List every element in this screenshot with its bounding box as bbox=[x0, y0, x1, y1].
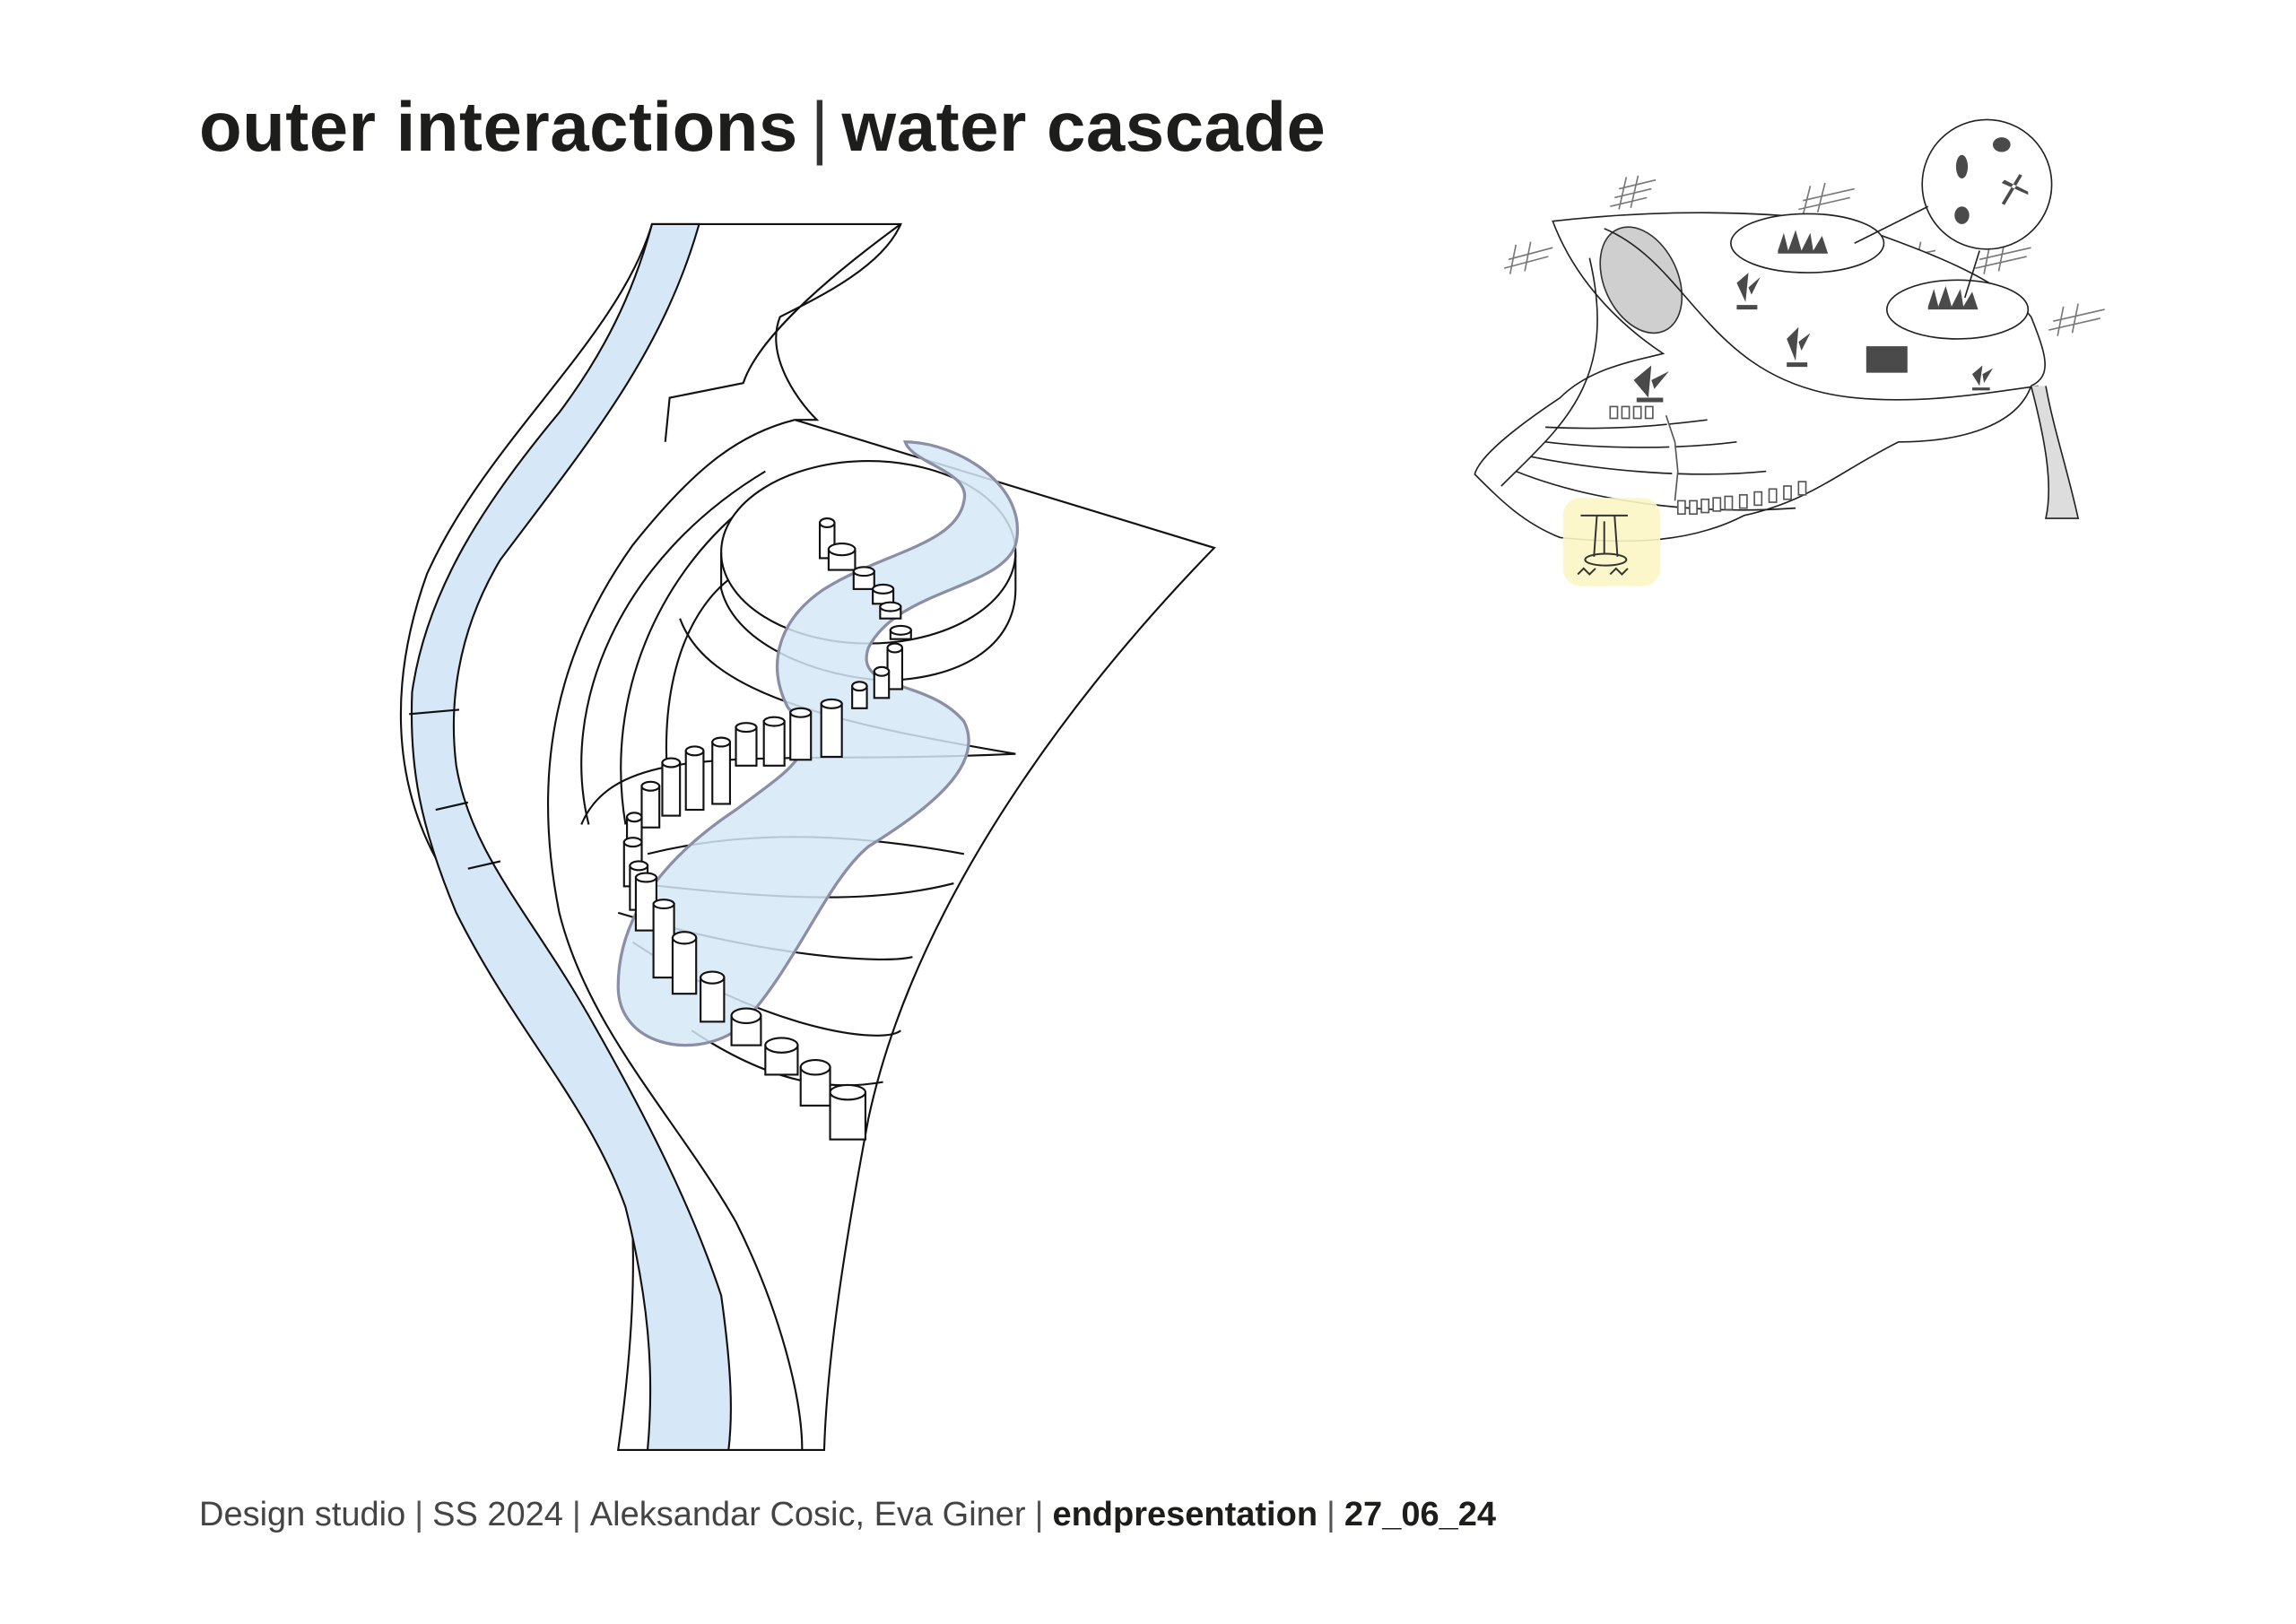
title-right: water cascade bbox=[841, 87, 1326, 166]
plant-icon bbox=[1736, 273, 1761, 310]
water-cascade bbox=[616, 440, 1019, 1047]
footer-separator: | bbox=[571, 1496, 581, 1533]
spider-icon bbox=[1992, 137, 2011, 152]
grass-icon bbox=[1778, 230, 1829, 254]
terrace-line bbox=[580, 470, 766, 825]
fauna-callout bbox=[1921, 118, 2053, 250]
footer-date: 27_06_24 bbox=[1344, 1496, 1496, 1533]
waterfall-icon bbox=[1577, 514, 1629, 576]
bee-icon bbox=[1954, 206, 1970, 224]
slide-footer: Design studio|SS 2024|Aleksandar Cosic, … bbox=[199, 1496, 1496, 1534]
stepping-posts bbox=[622, 517, 912, 1141]
terrace-line bbox=[620, 507, 744, 825]
insect-icon bbox=[1955, 154, 1969, 179]
title-separator: | bbox=[810, 87, 830, 166]
terrace-line bbox=[665, 573, 737, 803]
footer-studio: Design studio bbox=[199, 1496, 406, 1533]
footer-event: endpresentation bbox=[1052, 1496, 1318, 1533]
plant-icon bbox=[1787, 326, 1811, 368]
column bbox=[2030, 386, 2080, 519]
shelter-icon bbox=[1866, 346, 1908, 373]
waterfall-highlight bbox=[1562, 498, 1661, 586]
overview-posts bbox=[1609, 405, 1807, 516]
landform-edge bbox=[546, 419, 804, 1450]
footer-separator: | bbox=[414, 1496, 424, 1533]
footer-separator: | bbox=[1326, 1496, 1335, 1533]
footer-semester: SS 2024 bbox=[432, 1496, 563, 1533]
grass-icon bbox=[1927, 285, 1979, 310]
dragonfly-icon bbox=[2001, 174, 2029, 205]
plant-icon bbox=[1633, 365, 1669, 403]
footer-authors: Aleksandar Cosic, Eva Giner bbox=[589, 1496, 1026, 1533]
left-water-channel bbox=[410, 222, 732, 1451]
net-oval bbox=[1599, 226, 1683, 334]
channel-edge bbox=[664, 223, 901, 442]
plant-icon bbox=[1971, 365, 1993, 391]
slide-title: outer interactions|water cascade bbox=[199, 86, 1326, 168]
channel-edge bbox=[409, 708, 501, 870]
footer-separator: | bbox=[1034, 1496, 1044, 1533]
title-left: outer interactions bbox=[199, 87, 798, 166]
overview-axonometric bbox=[1474, 118, 2105, 586]
callout-line bbox=[1854, 205, 1980, 299]
ribbon-path bbox=[1500, 228, 2039, 487]
water-cascade-section-drawing bbox=[399, 222, 1216, 1451]
